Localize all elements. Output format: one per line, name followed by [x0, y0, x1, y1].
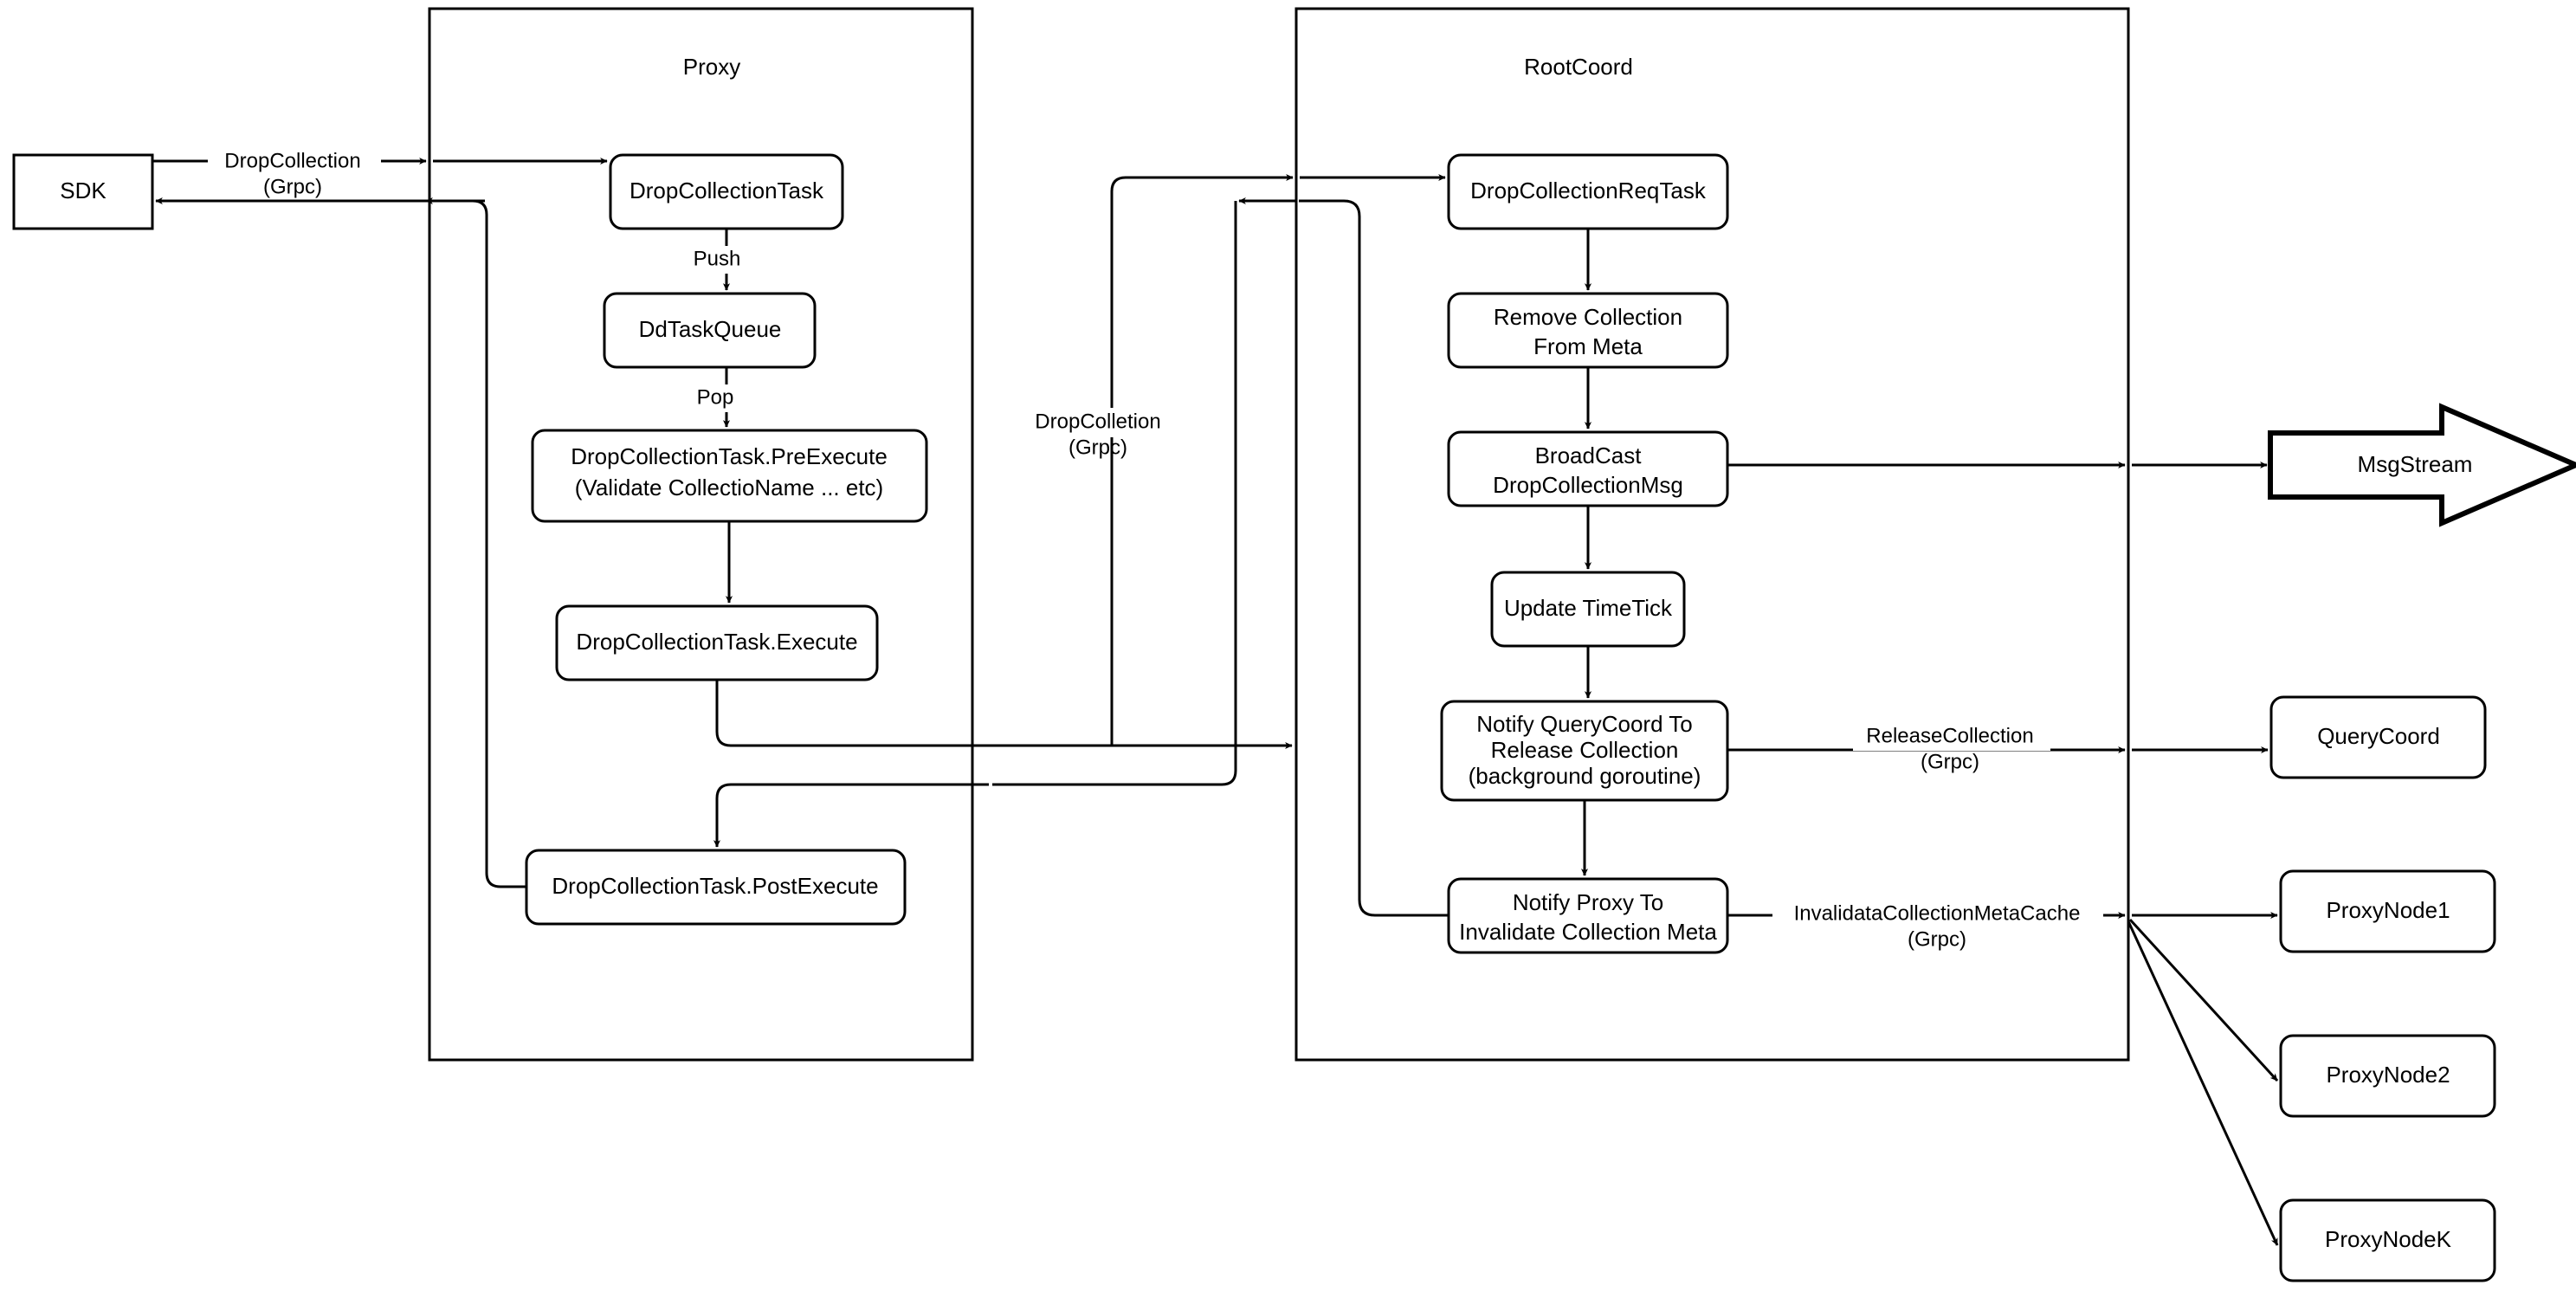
edge-label-release-collection: ReleaseCollection (Grpc): [1853, 723, 2050, 773]
node-msgstream-label: MsgStream: [2358, 451, 2473, 477]
node-ddtaskqueue-label: DdTaskQueue: [639, 316, 782, 342]
node-proxynode1-label: ProxyNode1: [2326, 897, 2450, 923]
node-notify-proxy-invalidate[interactable]: Notify Proxy To Invalidate Collection Me…: [1447, 877, 1729, 954]
node-preexecute-label-line2: (Validate CollectioName ... etc): [575, 475, 883, 501]
node-sdk-label: SDK: [60, 178, 107, 203]
node-notifyproxy-label-line2: Invalidate Collection Meta: [1459, 919, 1717, 945]
node-notifyquery-label-line3: (background goroutine): [1469, 763, 1701, 789]
node-notifyproxy-label-line1: Notify Proxy To: [1513, 889, 1663, 915]
container-proxy-label: Proxy: [683, 54, 740, 80]
node-postexecute-label: DropCollectionTask.PostExecute: [552, 873, 878, 899]
edge-label-invalidate-line2: (Grpc): [1908, 927, 1966, 951]
node-removemeta-label-line2: From Meta: [1533, 333, 1643, 359]
edge-label-releasecollection-line1: ReleaseCollection: [1866, 724, 2033, 747]
edge-label-sdk-line1: DropCollection: [224, 149, 360, 172]
node-timetick-label: Update TimeTick: [1504, 595, 1673, 621]
edge-label-dropcolletion-line1: DropColletion: [1035, 410, 1160, 433]
node-notifyquery-label-line2: Release Collection: [1491, 737, 1679, 763]
node-dropcollectiontask[interactable]: DropCollectionTask: [609, 153, 844, 230]
edge-label-releasecollection-line2: (Grpc): [1921, 750, 1979, 773]
node-dropcollectiontask-label: DropCollectionTask: [629, 178, 824, 203]
node-removemeta-label-line1: Remove Collection: [1494, 304, 1682, 330]
edge-label-pop: Pop: [697, 385, 734, 409]
node-proxynode2-label: ProxyNode2: [2326, 1062, 2450, 1088]
node-dropcollectionreqtask[interactable]: DropCollectionReqTask: [1447, 153, 1729, 230]
node-execute[interactable]: DropCollectionTask.Execute: [555, 604, 879, 681]
edge-label-dropcolletion-line2: (Grpc): [1068, 436, 1127, 459]
edge-label-invalidate-line1: InvalidataCollectionMetaCache: [1794, 901, 2081, 925]
node-proxynode1[interactable]: ProxyNode1: [2279, 869, 2496, 953]
edge-label-invalidate-meta-cache: InvalidataCollectionMetaCache (Grpc): [1772, 901, 2103, 951]
node-msgstream[interactable]: MsgStream: [2268, 403, 2576, 527]
node-preexecute-label-line1: DropCollectionTask.PreExecute: [571, 443, 888, 469]
node-proxynode2[interactable]: ProxyNode2: [2279, 1034, 2496, 1118]
edge-exec-to-rootcoord: [715, 680, 1293, 750]
edge-notifyproxy-return: [1299, 199, 1449, 917]
node-querycoord-label: QueryCoord: [2317, 723, 2440, 749]
node-proxynodek-label: ProxyNodeK: [2325, 1226, 2452, 1252]
node-proxynodek[interactable]: ProxyNodeK: [2279, 1198, 2496, 1282]
node-postexecute[interactable]: DropCollectionTask.PostExecute: [525, 849, 907, 926]
edge-label-push: Push: [684, 246, 750, 274]
node-broadcast-label-line1: BroadCast: [1535, 442, 1643, 468]
node-preexecute[interactable]: DropCollectionTask.PreExecute (Validate …: [531, 429, 928, 523]
edge-label-sdk-line2: (Grpc): [263, 175, 322, 198]
node-querycoord[interactable]: QueryCoord: [2269, 695, 2487, 779]
edge-label-proxy-to-rootcoord: DropColletion (Grpc): [1026, 408, 1184, 459]
node-execute-label: DropCollectionTask.Execute: [576, 629, 857, 655]
edge-label-sdk-to-proxy: DropCollection (Grpc): [208, 145, 381, 198]
edge-mid-response-down: [992, 201, 1237, 786]
edge-border-to-proxynode2: [2128, 918, 2279, 1082]
node-sdk[interactable]: SDK: [12, 153, 154, 230]
edge-label-pop: Pop: [686, 384, 743, 412]
node-dropcollectionreqtask-label: DropCollectionReqTask: [1470, 178, 1707, 203]
node-notifyquery-label-line1: Notify QueryCoord To: [1476, 711, 1693, 737]
node-remove-collection-from-meta[interactable]: Remove Collection From Meta: [1447, 292, 1729, 369]
edge-reply-to-postexec: [713, 783, 989, 848]
node-update-timetick[interactable]: Update TimeTick: [1490, 571, 1686, 648]
node-ddtaskqueue[interactable]: DdTaskQueue: [603, 292, 817, 369]
container-rootcoord-label: RootCoord: [1524, 54, 1633, 80]
edge-border-to-proxynodek: [2127, 920, 2279, 1246]
node-notify-querycoord[interactable]: Notify QueryCoord To Release Collection …: [1440, 700, 1729, 802]
edge-mid-request-up: [1110, 173, 1294, 746]
node-broadcast-label-line2: DropCollectionMsg: [1493, 472, 1683, 498]
edge-label-push: Push: [694, 247, 741, 270]
node-broadcast-dropcollectionmsg[interactable]: BroadCast DropCollectionMsg: [1447, 430, 1729, 507]
